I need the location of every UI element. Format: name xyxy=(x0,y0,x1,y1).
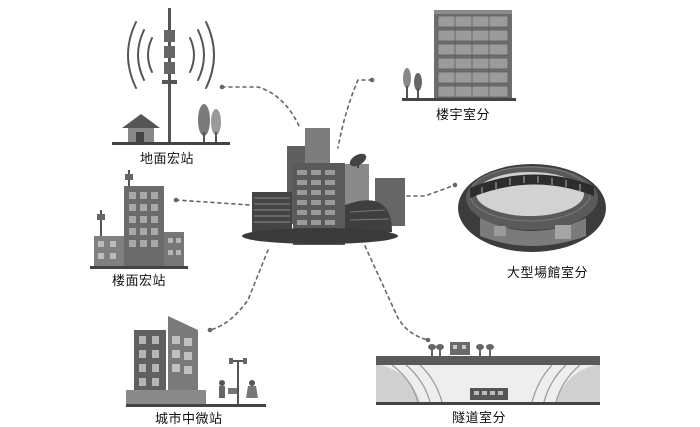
connector-building-indoor xyxy=(337,79,373,149)
urban-micro-illustration xyxy=(126,316,266,407)
label-stadium-indoor: 大型場館室分 xyxy=(507,266,589,281)
ground-macro-tower-illustration xyxy=(112,8,230,145)
connector-ground-macro xyxy=(221,86,301,129)
label-tunnel-indoor: 隧道室分 xyxy=(452,411,507,426)
label-building-indoor: 楼宇室分 xyxy=(436,108,491,123)
stadium-illustration xyxy=(458,164,606,252)
connector-stadium xyxy=(406,184,456,197)
connector-lines xyxy=(173,77,458,343)
central-city-cluster-illustration xyxy=(242,128,405,245)
connector-tunnel xyxy=(364,245,429,341)
label-rooftop-macro: 楼面宏站 xyxy=(112,274,167,289)
label-ground-macro: 地面宏站 xyxy=(140,152,195,167)
building-indoor-illustration xyxy=(402,10,516,101)
tunnel-illustration xyxy=(376,342,600,405)
connector-rooftop-macro xyxy=(175,199,251,206)
label-urban-micro: 城市中微站 xyxy=(155,412,223,427)
rooftop-macro-illustration xyxy=(90,170,188,269)
connector-urban-micro xyxy=(209,249,269,331)
